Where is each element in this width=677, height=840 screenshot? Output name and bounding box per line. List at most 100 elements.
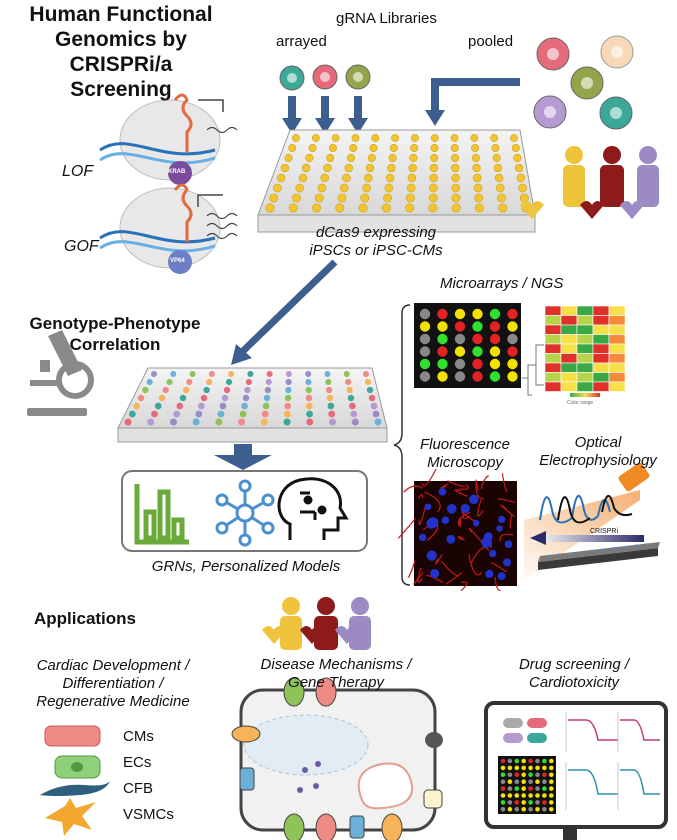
heatmap-cell — [592, 362, 610, 373]
drug-well — [500, 779, 506, 784]
heatmap-cell — [576, 305, 594, 316]
drug-well — [514, 765, 520, 771]
plate-well — [513, 153, 522, 163]
plate-caption-line-2: iPSCs or iPSC-CMs — [309, 242, 443, 259]
actin-fibre — [459, 484, 469, 490]
plate-well — [328, 410, 336, 418]
microarray-spot — [472, 346, 483, 357]
optical-well — [579, 550, 583, 554]
heatmap-cell — [592, 372, 610, 383]
cardiac-caption: Cardiac Development / Differentiation / … — [2, 657, 224, 711]
drug-well — [514, 779, 520, 784]
plate-well — [186, 378, 193, 386]
plate-well — [242, 394, 250, 402]
microarray-spot — [472, 321, 483, 332]
plate-well — [387, 163, 396, 173]
heatmap-cell — [544, 334, 562, 345]
plate-well — [367, 153, 376, 163]
gof-label: GOF — [64, 238, 99, 255]
plate-well — [490, 134, 499, 142]
plate-well — [203, 386, 210, 394]
heatmap-cell — [560, 381, 578, 392]
actin-fibre — [490, 562, 507, 573]
actin-fibre — [417, 567, 423, 583]
plate-well — [305, 394, 313, 402]
drug-well — [549, 807, 554, 812]
heatmap-cell — [576, 362, 594, 373]
microarray-spot — [507, 308, 518, 320]
plate-well — [383, 193, 393, 203]
heatmap-cell — [592, 324, 610, 335]
drug-well — [507, 800, 513, 805]
plate-well — [331, 134, 340, 142]
optical-well — [601, 548, 605, 551]
gof-crispra-complex-icon — [99, 183, 238, 274]
plate-well — [350, 410, 358, 418]
heatmap-cell — [544, 315, 562, 326]
drug-well — [549, 758, 554, 764]
actin-fibre — [498, 498, 516, 504]
microarray-spot — [472, 371, 483, 382]
drug-well — [507, 765, 513, 771]
plate-well — [472, 163, 481, 173]
heatmap-cell — [544, 343, 562, 354]
optical-line-2: Electrophysiology — [539, 452, 657, 469]
plate-well — [405, 193, 415, 203]
plate-well — [312, 203, 322, 213]
actin-fibre — [468, 553, 483, 576]
heatmap-cell — [608, 381, 626, 392]
drug-well — [521, 779, 526, 784]
heatmap-cell — [608, 343, 626, 354]
plate-well — [284, 402, 292, 410]
actin-fibre — [407, 560, 416, 578]
plate-well — [349, 144, 358, 152]
heatmap-cell — [592, 315, 610, 326]
cm-cell-icon — [44, 725, 101, 747]
microarray-spot — [454, 358, 466, 370]
plate-well — [323, 163, 332, 173]
plate-well — [351, 418, 359, 426]
drug-well — [528, 807, 533, 812]
fluorescence-image — [397, 468, 517, 592]
microarray-spot — [419, 371, 431, 382]
drug-well — [528, 758, 533, 764]
microarray-spot — [507, 371, 518, 382]
drug-well — [528, 765, 533, 771]
plate-well — [292, 134, 300, 142]
brain-ai-icon — [277, 477, 349, 540]
vsmc-cell-icon — [45, 798, 96, 836]
drug-well — [535, 786, 540, 791]
plate-well — [430, 153, 439, 163]
pooled-arrow — [431, 78, 520, 112]
plate-well — [498, 203, 508, 213]
microarray-spot — [472, 308, 483, 320]
plate-well — [266, 371, 273, 377]
drug-well — [514, 800, 520, 805]
down-arrow-to-analysis — [214, 444, 272, 470]
plate-well — [429, 183, 438, 193]
bar-chart-icon — [134, 484, 189, 545]
optical-well — [568, 552, 572, 555]
heatmap-cell — [592, 334, 610, 345]
drug-well — [507, 772, 513, 778]
plate-well — [261, 410, 269, 418]
microarray-spot — [507, 346, 518, 357]
microarray-spot — [489, 308, 501, 320]
middle-well-plate — [117, 367, 388, 443]
plate-well — [263, 394, 271, 402]
actin-fibre — [435, 554, 443, 565]
microarray-spot — [454, 346, 466, 357]
heatmap-cell — [560, 362, 578, 373]
nucleus — [418, 533, 427, 542]
microarray-spot — [419, 346, 431, 357]
microarray-spot — [454, 371, 466, 382]
plate-well — [365, 163, 375, 173]
nucleus — [446, 503, 457, 514]
plate-well — [162, 386, 169, 394]
plate-well — [305, 371, 312, 377]
heatmap-cell — [608, 362, 626, 373]
heatmap-cell — [608, 305, 626, 316]
plate-well — [342, 173, 351, 183]
title-line-1: Human Functional — [29, 3, 213, 26]
plate-well — [497, 193, 506, 203]
